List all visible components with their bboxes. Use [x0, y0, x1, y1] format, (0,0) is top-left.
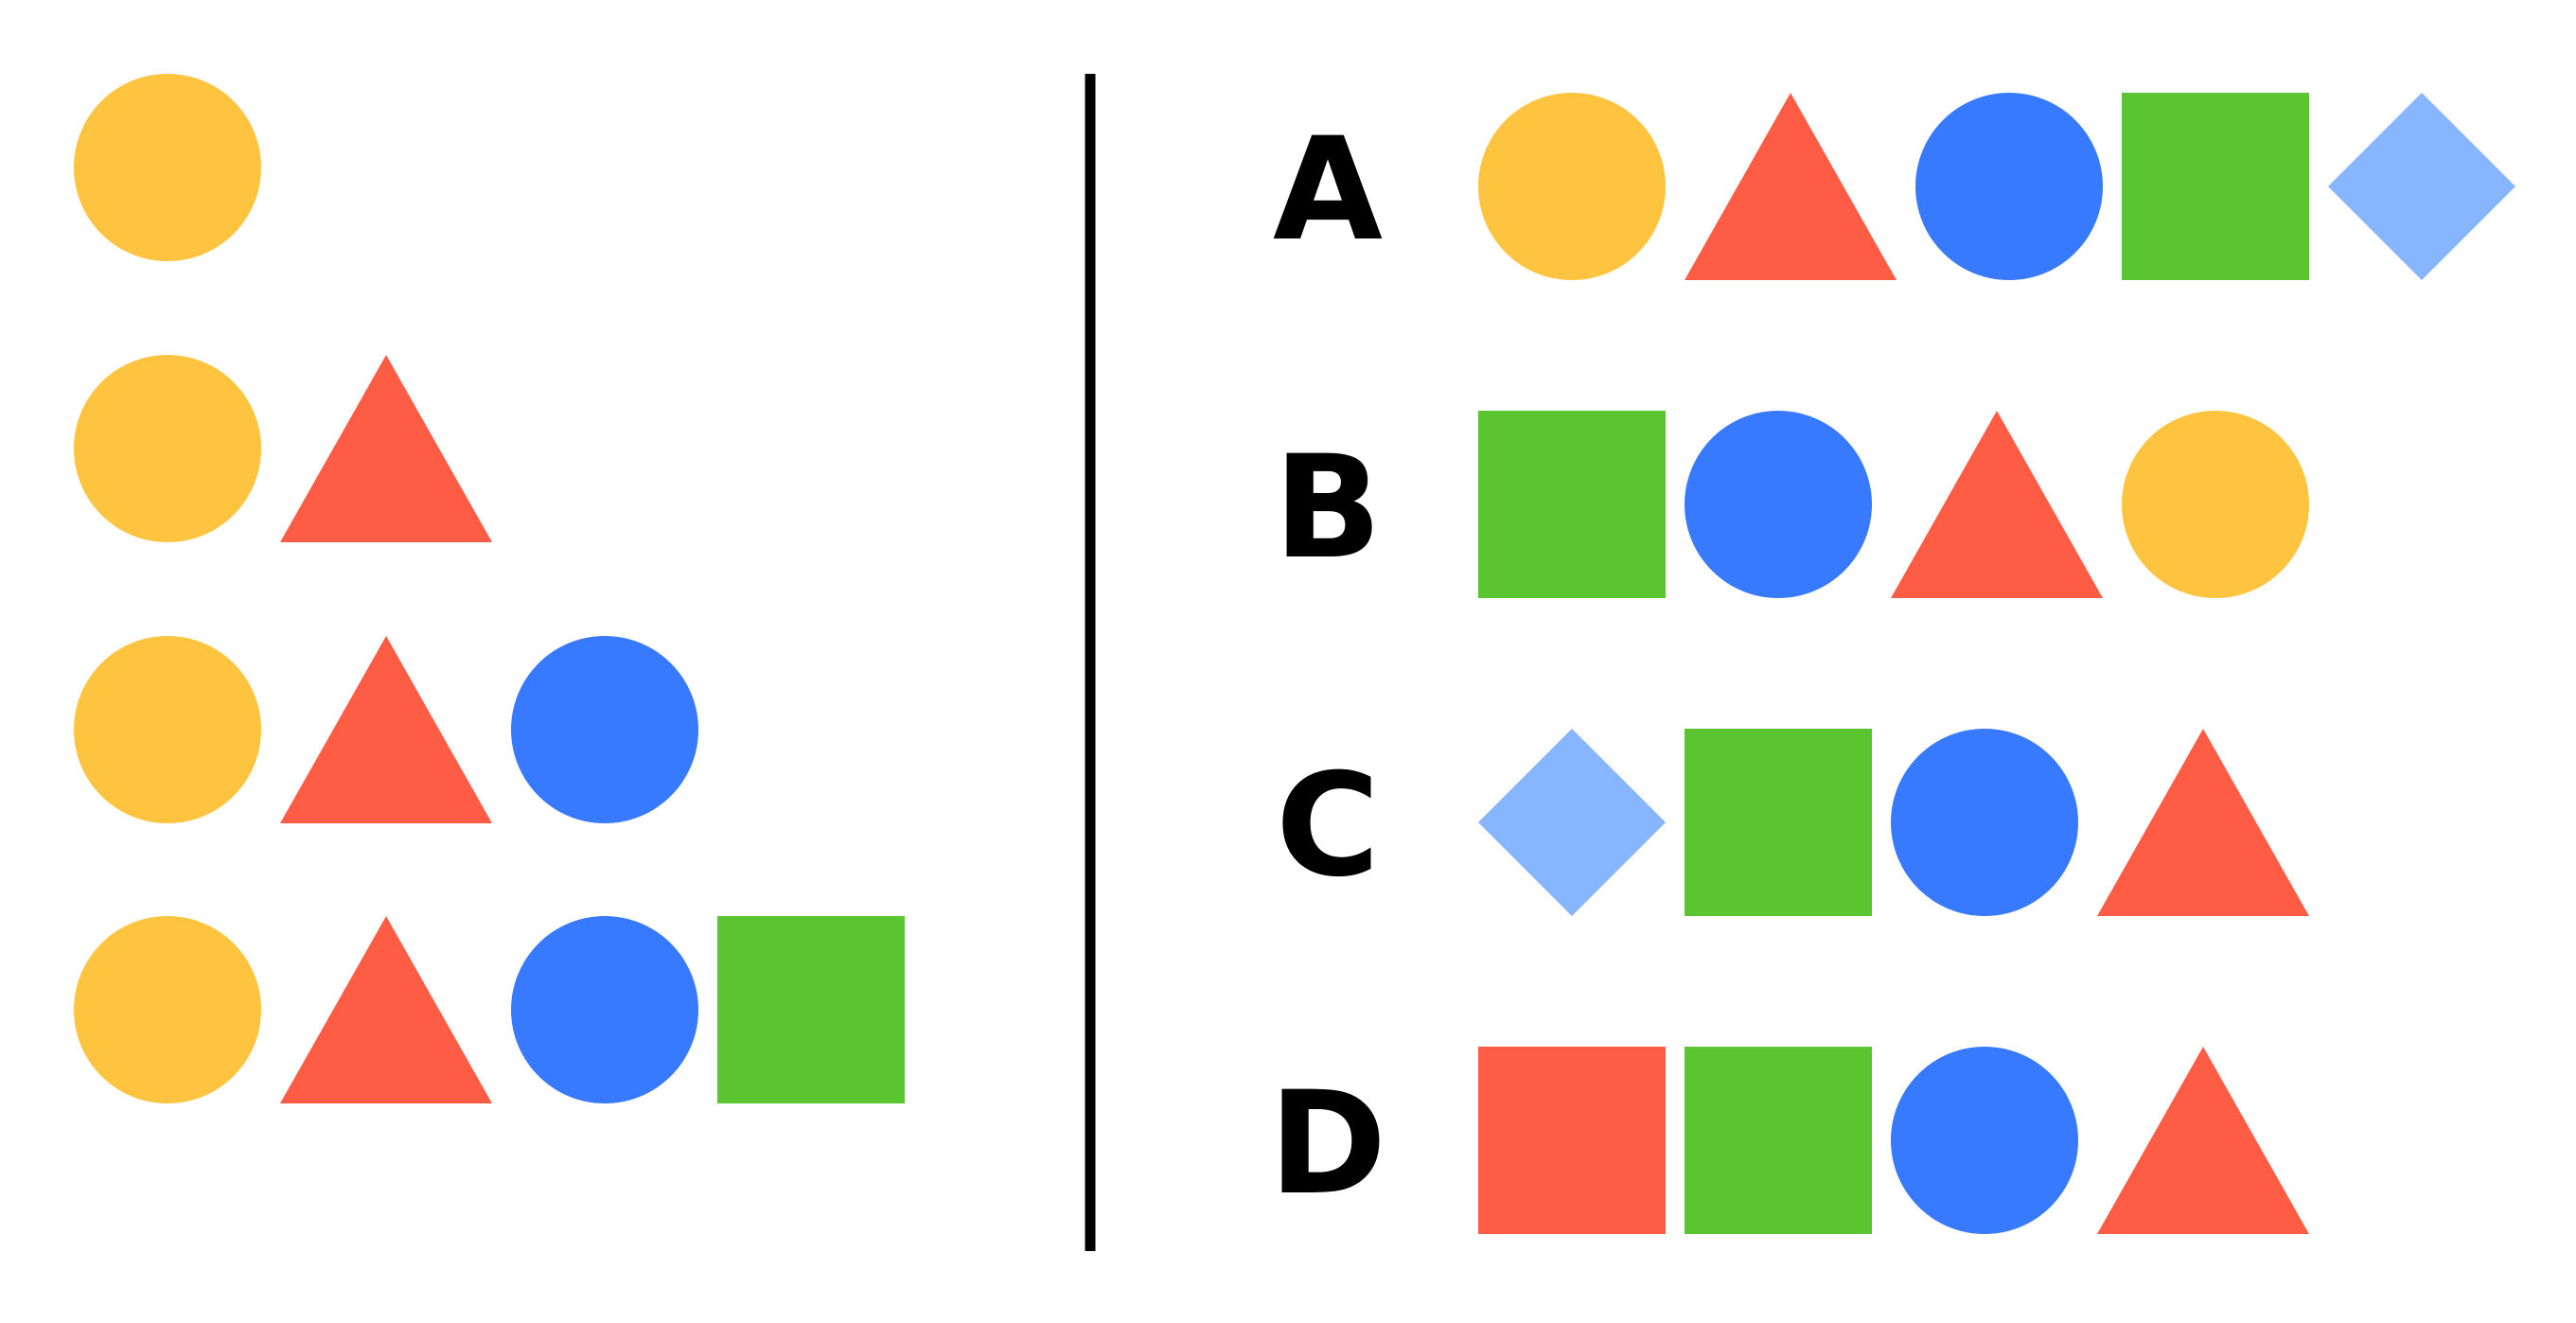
green-square-icon	[717, 916, 905, 1103]
option-label: B	[1274, 426, 1382, 591]
sequence-row-2	[74, 355, 492, 542]
sequence-row-1	[74, 74, 261, 261]
blue-circle-icon	[1891, 1047, 2078, 1234]
option-b[interactable]: B	[1274, 411, 2309, 598]
green-square-icon	[1685, 729, 1872, 916]
yellow-circle-icon	[1478, 93, 1666, 280]
yellow-circle-icon	[74, 916, 261, 1103]
lightblue-diamond-icon	[2328, 93, 2515, 280]
blue-circle-icon	[1685, 411, 1872, 598]
blue-circle-icon	[511, 636, 698, 823]
option-label: C	[1276, 744, 1380, 908]
red-triangle-icon	[2097, 1047, 2309, 1234]
red-triangle-icon	[1685, 93, 1897, 280]
sequence-row-4	[74, 916, 905, 1103]
option-d[interactable]: D	[1269, 1047, 2309, 1234]
option-c[interactable]: C	[1276, 729, 2309, 916]
blue-circle-icon	[1915, 93, 2103, 280]
green-square-icon	[1685, 1047, 1872, 1234]
lightblue-diamond-icon	[1478, 729, 1666, 916]
option-label: A	[1273, 108, 1383, 273]
red-triangle-icon	[1891, 411, 2103, 598]
green-square-icon	[1478, 411, 1666, 598]
red-triangle-icon	[2097, 729, 2309, 916]
blue-circle-icon	[511, 916, 698, 1103]
red-triangle-icon	[280, 916, 492, 1103]
blue-circle-icon	[1891, 729, 2078, 916]
sequence-panel	[74, 74, 905, 1103]
yellow-circle-icon	[74, 74, 261, 261]
red-triangle-icon	[280, 355, 492, 542]
yellow-circle-icon	[74, 355, 261, 542]
option-label: D	[1269, 1062, 1387, 1226]
yellow-circle-icon	[2122, 411, 2309, 598]
red-square-icon	[1478, 1047, 1666, 1234]
option-a[interactable]: A	[1273, 93, 2515, 280]
red-triangle-icon	[280, 636, 492, 823]
sequence-row-3	[74, 636, 698, 823]
green-square-icon	[2122, 93, 2309, 280]
yellow-circle-icon	[74, 636, 261, 823]
